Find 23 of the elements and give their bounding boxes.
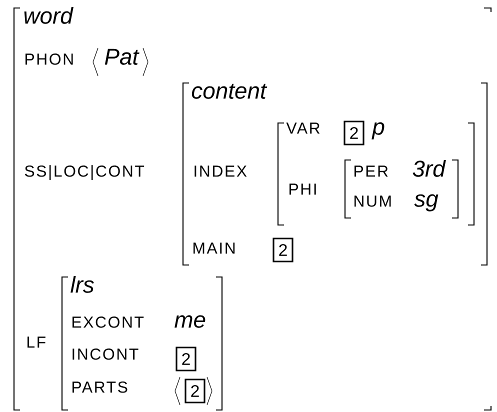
tag-box: 2 bbox=[272, 238, 294, 262]
feature-matrix bbox=[344, 159, 459, 219]
feature-name: EXCONT bbox=[72, 316, 144, 328]
feature-name: PHI bbox=[290, 184, 316, 195]
feature-name: NUM bbox=[354, 196, 391, 207]
feature-name: MAIN bbox=[194, 242, 235, 254]
feature-name: PER bbox=[354, 166, 388, 177]
feature-value: sg bbox=[414, 194, 438, 212]
feature-value: 3rd bbox=[412, 160, 446, 177]
feature-name: PHON bbox=[26, 54, 73, 65]
feature-name: INDEX bbox=[194, 166, 247, 177]
feature-name: INCONT bbox=[72, 348, 138, 360]
feature-matrix bbox=[277, 122, 475, 226]
feature-value: p bbox=[372, 122, 384, 140]
feature-value: Pat bbox=[104, 48, 140, 65]
tag-box: 2 bbox=[184, 378, 206, 404]
feature-name: SS|LOC|CONT bbox=[24, 165, 144, 180]
feature-value: me bbox=[174, 315, 206, 328]
feature-name: VAR bbox=[286, 122, 320, 134]
feature-name: LF bbox=[28, 336, 46, 348]
feature-name: PARTS bbox=[72, 382, 128, 393]
tag-box: 2 bbox=[344, 120, 364, 146]
tag-box: 2 bbox=[176, 346, 196, 372]
